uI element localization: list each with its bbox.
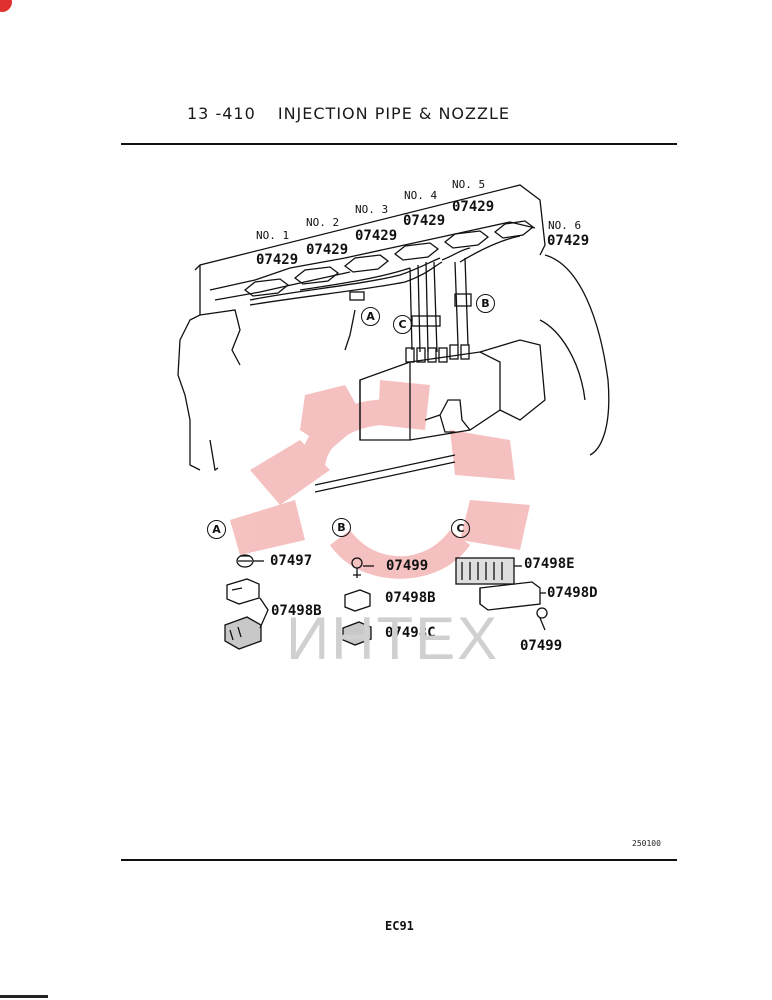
detail-c-bolt-icon — [536, 607, 548, 631]
cylinder-part-4: 07429 — [403, 213, 446, 229]
detail-c-block-d-icon — [479, 581, 546, 611]
cylinder-part-3: 07429 — [355, 228, 398, 244]
detail-b-clamp-upper-icon — [344, 589, 371, 612]
detail-a-clamp-lower-icon — [224, 616, 262, 650]
callout-b: B — [476, 294, 495, 313]
section-title: INJECTION PIPE & NOZZLE — [277, 104, 510, 123]
detail-b-marker: B — [332, 518, 351, 537]
cylinder-label-1: NO. 1 — [256, 229, 290, 242]
detail-c-marker: C — [451, 519, 470, 538]
detail-b-bolt-icon — [351, 557, 374, 578]
drawing-code: 250100 — [632, 839, 661, 848]
detail-c-part-block-e: 07498E — [524, 556, 575, 572]
cylinder-part-2: 07429 — [306, 242, 349, 258]
callout-c: C — [393, 315, 412, 334]
detail-b-part-bolt: 07499 — [386, 558, 429, 574]
corner-bar — [0, 995, 48, 998]
detail-c-block-e-icon — [455, 557, 522, 585]
cylinder-part-6: 07429 — [547, 233, 590, 249]
page-code: EC91 — [385, 919, 414, 933]
callout-a: A — [361, 307, 380, 326]
detail-a-part-clamp: 07498B — [271, 603, 322, 619]
cylinder-label-5: NO. 5 — [452, 178, 486, 191]
detail-b-part-clamp-upper: 07498B — [385, 590, 436, 606]
detail-a-clamp-upper-icon — [226, 578, 260, 605]
cylinder-part-5: 07429 — [452, 199, 495, 215]
cylinder-label-6: NO. 6 — [548, 219, 582, 232]
detail-a-part-nut: 07497 — [270, 553, 313, 569]
cylinder-label-2: NO. 2 — [306, 216, 340, 229]
watermark-text: ИНТЕХ — [286, 605, 500, 672]
cylinder-part-1: 07429 — [256, 252, 299, 268]
cylinder-label-4: NO. 4 — [404, 189, 438, 202]
detail-b-clamp-lower-icon — [342, 621, 372, 646]
section-number: 13 -410 — [187, 104, 256, 123]
detail-c-part-block-d: 07498D — [547, 585, 598, 601]
detail-a-nut-icon — [236, 554, 264, 568]
corner-badge-icon — [0, 0, 12, 12]
bottom-divider — [121, 859, 677, 861]
detail-a-marker: A — [207, 520, 226, 539]
page-title: 13 -410 INJECTION PIPE & NOZZLE — [187, 104, 510, 123]
detail-c-part-bolt: 07499 — [520, 638, 563, 654]
top-divider — [121, 143, 677, 145]
detail-b-part-clamp-lower: 07498C — [385, 625, 436, 641]
cylinder-label-3: NO. 3 — [355, 203, 389, 216]
